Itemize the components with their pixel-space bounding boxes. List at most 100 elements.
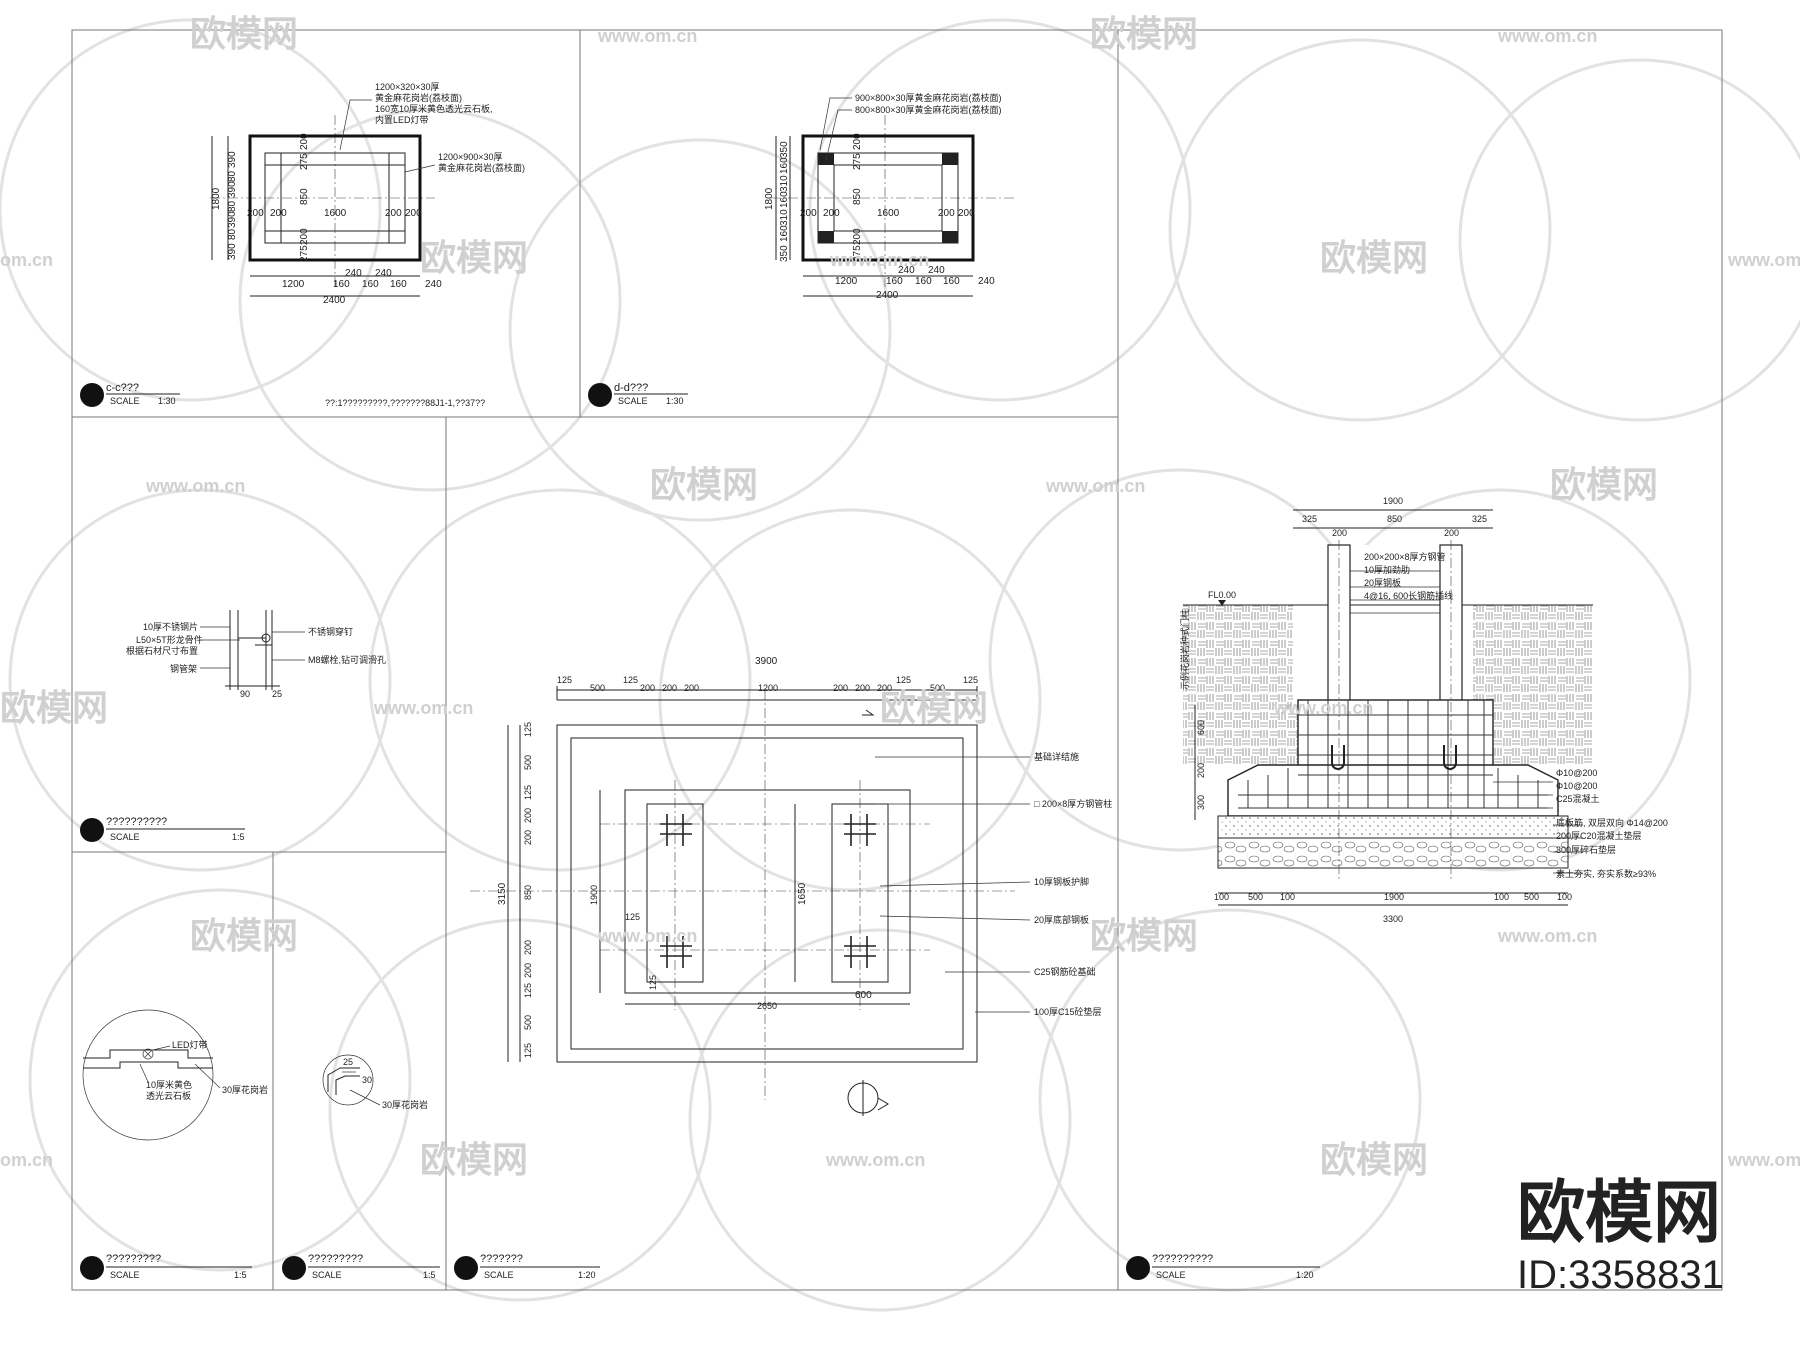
cc-dim-160c: 160 [390,279,407,290]
plan-inner-125b: 125 [648,975,658,990]
watermark-logo-5: 欧模网 [650,464,758,505]
watermark-site-7: www.om.cn [1045,476,1145,496]
watermark-logo-1: 欧模网 [190,13,298,54]
section-bottom-total: 3300 [1383,914,1403,924]
cc-callout-right-1: 1200×900×30厚 [438,152,503,162]
cc-dim-vert-3: 850 [299,188,310,205]
plan-scale-value: 1:20 [578,1270,596,1280]
cc-callout-right-2: 黄金麻花岗岩(荔枝面) [438,162,525,173]
cc-dim-240c: 240 [425,279,442,290]
watermark-logo-10: 欧模网 [1090,915,1198,956]
plan-label-5: C25钢筋砼基础 [1034,966,1096,977]
plan-top-dim-11: 125 [896,675,911,685]
dd-dim-240b: 240 [928,265,945,276]
dd-dim-vert-3: 850 [852,188,863,205]
watermark-site-11: www.om.cn [1497,926,1597,946]
dd-dim-inner-1: 200 [800,208,817,219]
section-level: FL0.00 [1208,590,1236,600]
section-top-200a: 200 [1332,528,1347,538]
section-upper-4: 4@16, 600长钢筋插线 [1364,590,1453,601]
watermark-site-4: www.om.cn [829,250,929,270]
plan-top-dim-6: 200 [684,683,699,693]
plan-label-3: 10厚钢板护脚 [1034,876,1089,887]
cc-dim-left-1: 390 [227,243,238,260]
node3-dim-25a: 25 [343,1057,353,1067]
section-left-300: 300 [1196,795,1206,810]
cc-dim-vert-5: 275 [299,245,310,262]
cc-dim-vert-4: 200 [299,228,310,245]
cc-scale-label: SCALE [110,396,140,406]
cc-dim-left-5: 390 [227,181,238,198]
section-scale-label: SCALE [1156,1270,1186,1280]
dd-dim-inner-2: 200 [823,208,840,219]
dd-dim-160b: 160 [915,276,932,287]
watermark-site-2: www.om.cn [1497,26,1597,46]
dd-dim-vert-5: 275 [852,245,863,262]
cc-dim-2400: 2400 [323,295,346,306]
plan-top-dim-2: 500 [590,683,605,693]
plan-top-dim-9: 200 [855,683,870,693]
section-upper-2: 10厚加劲肋 [1364,564,1410,575]
node3-labels: 30厚花岗岩 [382,1099,428,1110]
watermark-site-5: www.om.cn [1727,250,1800,270]
cc-labels: 1200×320×30厚 黄金麻花岗岩(荔枝面) 160宽10厚米黄色透光云石板… [211,82,525,306]
brand-id: ID:3358831 [1517,1253,1724,1297]
section-bottom-500a: 500 [1248,892,1263,902]
node1-labels: 10厚不锈钢片 L50×5T形龙骨件 根据石材尺寸布置 钢管架 不锈钢穿钉 M8… [126,621,386,674]
plan-left-dim-10: 500 [523,1015,533,1030]
section-lower-1: Φ10@200 [1556,768,1597,778]
node3-title: ????????? [308,1253,363,1265]
cc-dim-inner-2: 200 [270,208,287,219]
node1-label-5: 不锈钢穿钉 [308,626,353,637]
dd-dim-left-7: 350 [779,141,790,158]
plan-left-dim-11: 125 [523,1043,533,1058]
node1-dim-90: 90 [240,689,250,699]
section-left-vertical: 示例花岗岩种式门柱 [1179,609,1190,690]
watermark-logo-8: 欧模网 [880,687,988,728]
dd-dim-left-3: 310 [779,209,790,226]
watermark-logo-4: 欧模网 [1320,237,1428,278]
cc-dim-inner-3: 1600 [324,208,347,219]
plan-top-total: 3900 [755,656,778,667]
cc-dim-inner-4: 200 [385,208,402,219]
cc-title: c-c??? [106,382,139,394]
cc-note: ??:1?????????,???????88J1-1,??37?? [325,398,485,408]
cc-callout-top-1: 1200×320×30厚 [375,82,440,92]
plan-label-2: □ 200×8厚方钢管柱 [1034,798,1112,809]
watermark-texts: 欧模网 欧模网 欧模网 欧模网 欧模网 欧模网 欧模网 欧模网 欧模网 欧模网 … [0,13,1800,1180]
node1-label-1: 10厚不锈钢片 [143,621,198,632]
node2-label-2: 10厚米黄色 [146,1079,192,1090]
plan-top-dim-10: 200 [877,683,892,693]
node1-dim-25: 25 [272,689,282,699]
node2-labels: LED灯带 10厚米黄色 透光云石板 30厚花岗岩 [146,1040,268,1101]
dd-dim-vert-1: 275 [852,153,863,170]
plan-label-1: 基础详结施 [1034,751,1079,762]
plan-inner-1900: 1900 [589,885,599,905]
plan-title: ??????? [480,1253,523,1265]
watermark-site-13: www.om.cn [825,1150,925,1170]
plan-title-block: ??????? SCALE 1:20 [454,1253,600,1280]
plan-inner-2650: 2650 [757,1001,777,1011]
dd-dim-1200: 1200 [835,276,858,287]
dd-dim-vert-4: 200 [852,228,863,245]
plan-top-dim-12: 500 [930,683,945,693]
section-bottom-1900: 1900 [1384,892,1404,902]
node2-detail [82,1009,221,1141]
cc-callout-top-3: 160宽10厚米黄色透光云石板, [375,103,493,114]
node3-detail: 25 30 [322,1054,381,1106]
cc-dim-240b: 240 [375,268,392,279]
node2-title-block: ????????? SCALE 1:5 [80,1253,252,1280]
plan-left-dim-4: 200 [523,808,533,823]
section-lower-2: Φ10@200 [1556,781,1597,791]
section-bottom-100d: 100 [1557,892,1572,902]
cc-dim-left-6: 80 [227,170,238,182]
section-top-325b: 325 [1472,514,1487,524]
node3-scale-label: SCALE [312,1270,342,1280]
plan-top-dim-3: 125 [623,675,638,685]
plan-labels: 3900 125 500 125 200 200 200 1200 200 20… [497,656,1112,1058]
section-left-600: 600 [1196,720,1206,735]
node2-title: ????????? [106,1253,161,1265]
node3-title-block: ????????? SCALE 1:5 [282,1253,440,1280]
section-lower-5: 200厚C20混凝土垫层 [1556,830,1642,841]
